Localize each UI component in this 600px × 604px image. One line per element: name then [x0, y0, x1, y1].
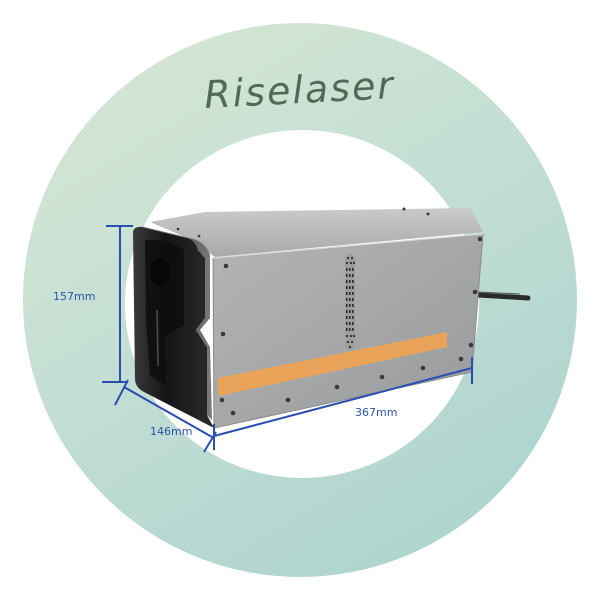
length-dimension-line: [213, 367, 473, 437]
screw-icons: [176, 207, 483, 416]
dimension-lines: [102, 225, 473, 453]
device-body: [133, 207, 484, 429]
vent-grille-icon: [345, 254, 356, 350]
power-cable: [475, 291, 531, 301]
height-dimension-label: 157mm: [53, 290, 96, 303]
accent-stripe: [218, 332, 447, 396]
length-dimension-label: 367mm: [355, 406, 398, 419]
end-cap: [133, 226, 214, 428]
depth-dimension-label: 146mm: [150, 425, 193, 438]
depth-dimension-line: [123, 386, 213, 438]
